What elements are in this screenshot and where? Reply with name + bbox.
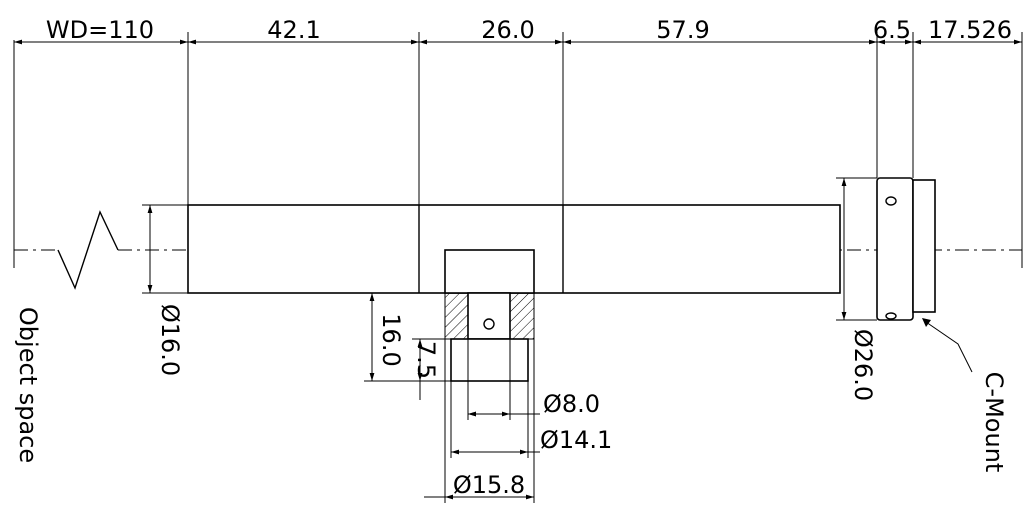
dim-port-d2: Ø14.1 <box>540 426 612 454</box>
mount-diameter-dim <box>836 177 877 321</box>
dim-seg-4: 6.5 <box>873 16 911 44</box>
dim-port-height: 16.0 <box>377 313 405 366</box>
length-dimensions <box>13 32 1023 268</box>
dim-seg-1: 42.1 <box>267 16 320 44</box>
dim-port-d1: Ø8.0 <box>543 390 600 418</box>
tube-diameter-dim <box>142 204 188 294</box>
dim-mount-diameter: Ø26.0 <box>849 329 877 401</box>
c-mount-flange <box>876 177 936 321</box>
port-diameter-dims <box>424 339 540 503</box>
dim-tube-diameter: Ø16.0 <box>156 304 184 376</box>
dim-seg-5: 17.526 <box>928 16 1012 44</box>
object-space-label: Object space <box>14 307 42 463</box>
illumination-port <box>444 249 535 382</box>
dim-seg-3: 57.9 <box>656 16 709 44</box>
dim-port-depth: 7.5 <box>412 341 440 379</box>
dim-seg-2: 26.0 <box>481 16 534 44</box>
c-mount-label: C-Mount <box>980 372 1008 473</box>
dim-port-d3: Ø15.8 <box>453 471 525 499</box>
c-mount-leader <box>922 318 973 373</box>
dim-working-distance: WD=110 <box>46 16 154 44</box>
